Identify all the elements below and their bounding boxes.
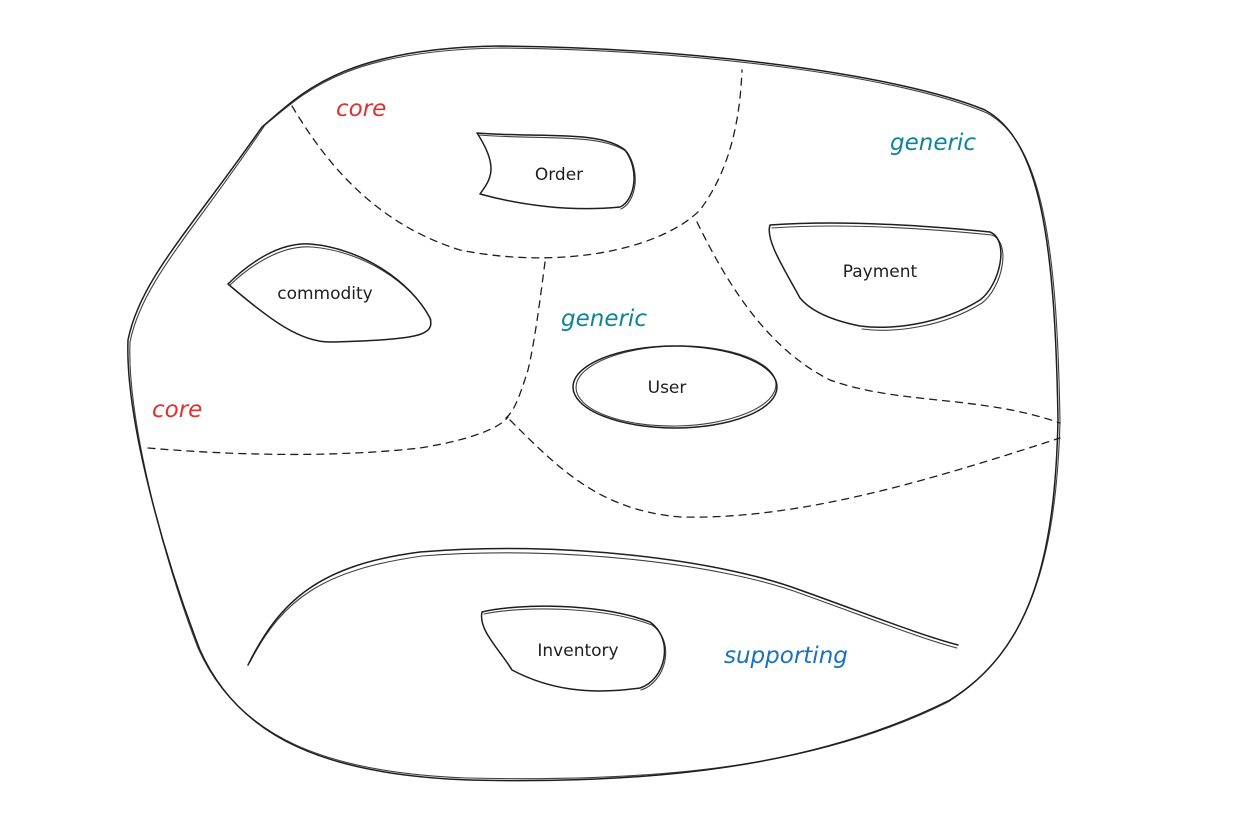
divider-left-horizontal	[147, 416, 509, 456]
divider-payment-region	[696, 221, 1061, 424]
label-supporting: supporting	[724, 643, 848, 669]
entity-inventory-label: Inventory	[537, 641, 618, 661]
entity-commodity: commodity	[227, 243, 432, 343]
entity-order: Order	[476, 132, 636, 210]
entity-user: User	[572, 345, 778, 429]
divider-center-vertical	[505, 261, 546, 419]
entity-order-label: Order	[535, 165, 583, 185]
entity-commodity-label: commodity	[277, 284, 373, 304]
divider-user-bottom	[509, 419, 1061, 518]
label-generic-top-right: generic	[890, 130, 976, 156]
entity-inventory: Inventory	[480, 605, 667, 692]
entity-payment: Payment	[768, 222, 1004, 331]
outer-boundary	[127, 45, 1061, 782]
supporting-boundary	[247, 547, 959, 666]
label-generic-middle: generic	[561, 306, 647, 332]
subdomain-dividers	[147, 69, 1061, 518]
entity-payment-label: Payment	[843, 262, 918, 282]
label-core-top: core	[336, 96, 386, 122]
divider-order-region	[291, 69, 743, 259]
label-core-left: core	[152, 397, 202, 423]
entity-user-label: User	[648, 378, 687, 398]
